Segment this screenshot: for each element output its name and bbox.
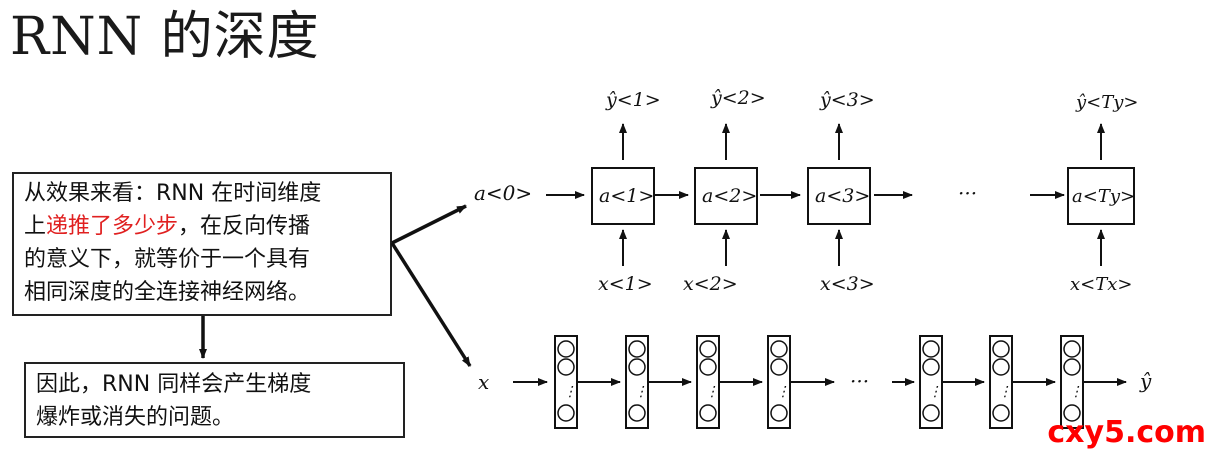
rnn-cell-box xyxy=(807,167,871,225)
cell-label: a<2> xyxy=(702,185,757,207)
fc-ellipsis: ··· xyxy=(850,369,869,393)
callout-line-2: 上递推了多少步，在反向传播 xyxy=(24,210,380,243)
rnn-cell: a<Ty> xyxy=(1067,167,1135,225)
neuron xyxy=(992,340,1010,358)
neuron xyxy=(628,340,646,358)
input-label: x<2> xyxy=(683,273,738,295)
callout-line-3: 的意义下，就等价于一个具有 xyxy=(24,247,311,272)
neuron xyxy=(628,358,646,376)
output-label: ŷ<2> xyxy=(710,87,766,109)
fc-layers: ⋮ ⋮ ⋮ ⋮ ⋮ ⋮ ⋮ xyxy=(554,335,1127,429)
neuron-dots: ⋮ xyxy=(634,384,648,400)
fc-layer: ⋮ xyxy=(767,335,791,429)
neuron xyxy=(699,404,717,422)
explanation-callout: 从效果来看：RNN 在时间维度 上递推了多少步，在反向传播 的意义下，就等价于一… xyxy=(12,172,392,316)
neuron-dots: ⋮ xyxy=(563,384,577,400)
neuron xyxy=(770,358,788,376)
page-title: RNN 的深度 xyxy=(10,7,320,67)
fc-layer: ⋮ xyxy=(696,335,720,429)
conclusion-callout: 因此，RNN 同样会产生梯度 爆炸或消失的问题。 xyxy=(24,362,405,438)
neuron xyxy=(628,404,646,422)
rnn-cell: a<3> xyxy=(807,167,871,225)
fc-layer: ⋮ xyxy=(919,335,943,429)
highlight-text: 递推了多少步 xyxy=(46,214,179,239)
neuron xyxy=(992,404,1010,422)
callout-line-1: 从效果来看：RNN 在时间维度 xyxy=(24,181,322,206)
neuron xyxy=(922,404,940,422)
cell-label: a<1> xyxy=(599,185,654,207)
neuron xyxy=(699,340,717,358)
neuron-dots: ⋮ xyxy=(705,384,719,400)
rnn-cell-box xyxy=(591,167,655,225)
rnn-cell: a<2> xyxy=(694,167,758,225)
rnn-cell-box xyxy=(1067,167,1135,225)
neuron xyxy=(557,358,575,376)
input-label: x<3> xyxy=(820,273,875,295)
neuron xyxy=(699,358,717,376)
neuron-dots: ⋮ xyxy=(1069,384,1083,400)
watermark: cxy5.com xyxy=(1047,415,1206,450)
callout-to-fc-arrow xyxy=(390,242,472,367)
rnn-cell-box xyxy=(694,167,758,225)
output-label: ŷ<Ty> xyxy=(1075,92,1139,113)
neuron xyxy=(1063,358,1081,376)
neuron-dots: ⋮ xyxy=(776,384,790,400)
fc-layer: ⋮ xyxy=(989,335,1013,429)
rnn-cell: a<1> xyxy=(591,167,655,225)
neuron xyxy=(770,340,788,358)
callout-line-4: 相同深度的全连接神经网络。 xyxy=(24,280,311,305)
neuron xyxy=(1063,404,1081,422)
neuron xyxy=(922,358,940,376)
fc-layer: ⋮ xyxy=(625,335,649,429)
neuron xyxy=(1063,340,1081,358)
neuron xyxy=(770,404,788,422)
neuron-dots: ⋮ xyxy=(928,384,942,400)
neuron xyxy=(922,340,940,358)
cell-label: a<Ty> xyxy=(1072,186,1135,207)
fc-layer: ⋮ xyxy=(1060,335,1084,429)
fc-output-label: ŷ xyxy=(1139,369,1152,393)
input-label: x<1> xyxy=(598,273,653,295)
cell-label: a<3> xyxy=(815,185,870,207)
conclusion-line-2: 爆炸或消失的问题。 xyxy=(36,405,235,430)
a0-label: a<0> xyxy=(474,181,532,205)
output-label: ŷ<1> xyxy=(605,89,661,111)
neuron xyxy=(557,340,575,358)
neuron xyxy=(557,404,575,422)
neuron xyxy=(992,358,1010,376)
callout-text: 上 xyxy=(24,214,47,239)
input-label: x<Tx> xyxy=(1070,274,1132,295)
conclusion-line-1: 因此，RNN 同样会产生梯度 xyxy=(36,372,312,397)
fc-layer: ⋮ xyxy=(554,335,578,429)
neuron-dots: ⋮ xyxy=(998,384,1012,400)
callout-to-rnn-arrow xyxy=(391,204,467,245)
callout-text: ，在反向传播 xyxy=(178,214,311,239)
rnn-ellipsis: ··· xyxy=(958,181,977,205)
output-label: ŷ<3> xyxy=(819,89,875,111)
fc-input-label: x xyxy=(478,370,489,394)
